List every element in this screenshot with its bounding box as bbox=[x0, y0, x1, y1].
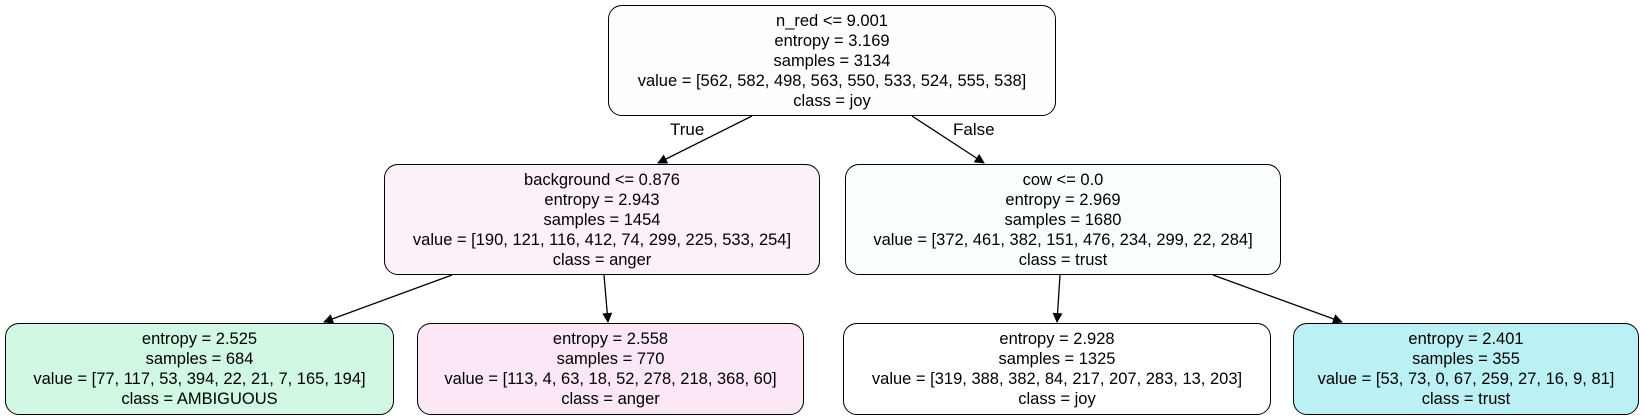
node-split-rule: background <= 0.876 bbox=[524, 170, 680, 189]
node-samples: samples = 1454 bbox=[543, 210, 661, 229]
node-entropy: entropy = 2.928 bbox=[999, 330, 1115, 348]
node-samples: samples = 1680 bbox=[1004, 210, 1122, 229]
tree-node-root: n_red <= 9.001 entropy = 3.169 samples =… bbox=[608, 5, 1056, 116]
tree-leaf-left-left: entropy = 2.525 samples = 684 value = [7… bbox=[5, 323, 394, 415]
tree-leaf-right-left: entropy = 2.928 samples = 1325 value = [… bbox=[843, 323, 1271, 415]
node-class: class = joy bbox=[793, 91, 871, 110]
edge-left-to-left-right bbox=[602, 274, 613, 323]
node-samples: samples = 355 bbox=[1412, 350, 1520, 368]
edge-right-to-right-right bbox=[1212, 274, 1343, 324]
node-value: value = [372, 461, 382, 151, 476, 234, 2… bbox=[873, 230, 1253, 249]
node-value: value = [190, 121, 116, 412, 74, 299, 22… bbox=[412, 230, 792, 249]
tree-node-right: cow <= 0.0 entropy = 2.969 samples = 168… bbox=[845, 164, 1281, 275]
node-entropy: entropy = 2.969 bbox=[1005, 190, 1121, 209]
node-samples: samples = 3134 bbox=[773, 51, 891, 70]
edge-right-to-right-left bbox=[1052, 274, 1063, 323]
node-entropy: entropy = 2.401 bbox=[1408, 330, 1524, 348]
node-class: class = AMBIGUOUS bbox=[121, 390, 278, 408]
node-value: value = [319, 388, 382, 84, 217, 207, 28… bbox=[871, 370, 1243, 388]
tree-leaf-right-right: entropy = 2.401 samples = 355 value = [5… bbox=[1293, 323, 1639, 415]
node-entropy: entropy = 3.169 bbox=[774, 31, 890, 50]
node-samples: samples = 770 bbox=[556, 350, 665, 368]
node-samples: samples = 1325 bbox=[998, 350, 1116, 368]
node-class: class = trust bbox=[1018, 250, 1108, 269]
tree-node-left: background <= 0.876 entropy = 2.943 samp… bbox=[384, 164, 820, 275]
node-samples: samples = 684 bbox=[145, 350, 254, 368]
node-class: class = trust bbox=[1421, 390, 1511, 408]
node-entropy: entropy = 2.525 bbox=[141, 330, 258, 348]
node-entropy: entropy = 2.943 bbox=[544, 190, 660, 209]
node-class: class = joy bbox=[1018, 390, 1096, 408]
tree-leaf-left-right: entropy = 2.558 samples = 770 value = [1… bbox=[417, 323, 804, 415]
edge-label-true: True bbox=[670, 120, 705, 139]
node-value: value = [77, 117, 53, 394, 22, 21, 7, 16… bbox=[33, 370, 366, 388]
edge-label-false: False bbox=[953, 120, 995, 139]
node-split-rule: cow <= 0.0 bbox=[1022, 170, 1104, 189]
node-entropy: entropy = 2.558 bbox=[552, 330, 669, 348]
node-split-rule: n_red <= 9.001 bbox=[776, 11, 888, 30]
node-value: value = [562, 582, 498, 563, 550, 533, 5… bbox=[637, 71, 1027, 90]
node-class: class = anger bbox=[552, 250, 652, 269]
node-class: class = anger bbox=[561, 390, 660, 408]
edge-root-to-left bbox=[657, 115, 753, 164]
edge-left-to-left-left bbox=[323, 274, 453, 324]
node-value: value = [113, 4, 63, 18, 52, 278, 218, 3… bbox=[444, 370, 777, 388]
node-value: value = [53, 73, 0, 67, 259, 27, 16, 9, … bbox=[1317, 370, 1615, 388]
edge-root-to-right bbox=[911, 115, 985, 164]
